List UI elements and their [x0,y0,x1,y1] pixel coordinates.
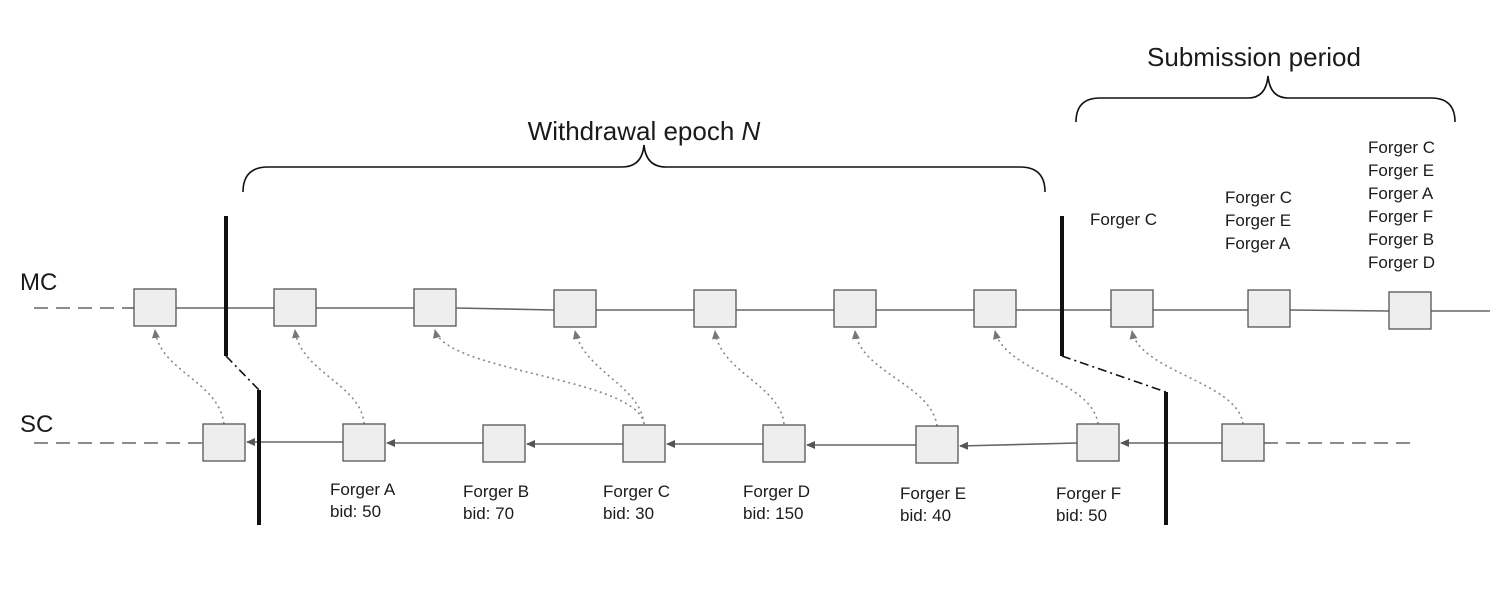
submission-forger: Forger E [1368,161,1434,180]
sc-to-mc-references [151,329,1244,427]
submission-forger: Forger C [1225,188,1292,207]
forger-bid: bid: 70 [463,504,514,523]
forger-name: Forger C [603,482,670,501]
forger-bid: bid: 30 [603,504,654,523]
mc-blocks [133,288,1432,330]
submission-forger-list: Forger C Forger E Forger A [1225,188,1292,253]
reference-arrow [432,329,645,425]
submission-forger: Forger C [1368,138,1435,157]
submission-period-label: Submission period [1147,42,1361,72]
mc-block [553,289,597,328]
sc-block [1076,423,1120,462]
forger-bid: bid: 40 [900,506,951,525]
forger-name: Forger B [463,482,529,501]
mc-chain [34,307,1490,312]
mc-block [1388,291,1432,330]
sc-forger-labels: Forger A bid: 50 Forger B bid: 70 Forger… [330,480,1121,525]
submission-forger: Forger A [1225,234,1291,253]
sc-link [959,441,1078,450]
mc-block [693,289,737,328]
reference-arrow [151,329,225,425]
mc-block [413,288,457,327]
forger-name: Forger F [1056,484,1121,503]
mc-link [1289,309,1390,312]
reference-arrow [291,329,365,425]
reference-arrow [993,330,1099,425]
sc-block [1221,423,1265,462]
submission-forger: Forger A [1368,184,1434,203]
reference-arrow [712,330,785,425]
mc-block [973,289,1017,328]
mc-block [833,289,877,328]
mc-block [1110,289,1154,328]
sc-block [915,425,959,464]
sc-chain [34,438,1415,450]
mc-block [273,288,317,327]
forger-bid: bid: 50 [1056,506,1107,525]
mc-row-label: MC [20,269,57,296]
submission-forger-list: Forger C [1090,210,1157,229]
boundary-connector-start [225,355,260,391]
submission-forger: Forger F [1368,207,1433,226]
reference-arrow [852,330,938,427]
submission-forger: Forger D [1368,253,1435,272]
mc-block [1247,289,1291,328]
submission-period-brace [1075,75,1456,123]
sc-block [202,423,246,462]
epoch-boundaries [224,216,1168,525]
sc-block [622,424,666,463]
submission-forger: Forger B [1368,230,1434,249]
forger-bid: bid: 50 [330,502,381,521]
submission-forger: Forger E [1225,211,1291,230]
submission-forger-list: Forger C Forger E Forger A Forger F Forg… [1368,138,1435,272]
forger-bid: bid: 150 [743,504,804,523]
forger-name: Forger A [330,480,396,499]
withdrawal-epoch-brace [242,144,1046,193]
withdrawal-epoch-label: Withdrawal epoch N [528,116,761,146]
forger-name: Forger E [900,484,966,503]
sc-blocks [202,423,1265,464]
submission-forger: Forger C [1090,210,1157,229]
mc-block [133,288,177,327]
forger-name: Forger D [743,482,810,501]
boundary-connector-end [1061,355,1167,393]
reference-arrow [1129,330,1244,425]
sc-block [342,423,386,462]
sc-row-label: SC [20,411,53,438]
mc-link [455,307,555,311]
sc-block [482,424,526,463]
sc-block [762,424,806,463]
reference-arrow [573,330,645,425]
